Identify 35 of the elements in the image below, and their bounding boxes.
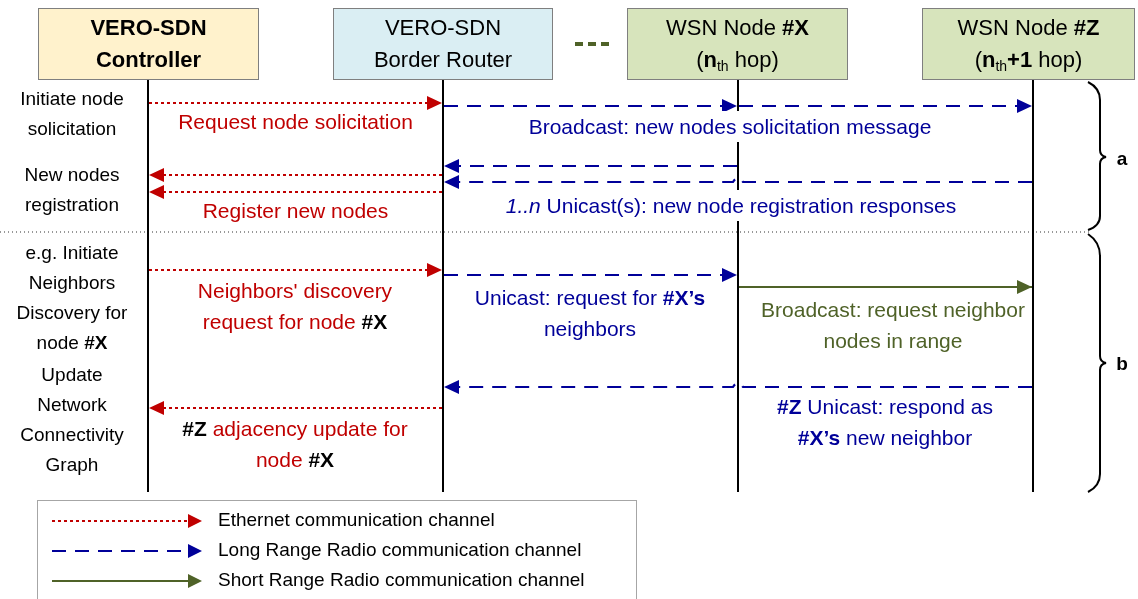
step-label: Initiate node solicitation xyxy=(19,87,125,141)
arrow xyxy=(444,380,1032,394)
participant-box: VERO-SDN Controller xyxy=(38,8,259,80)
arrow xyxy=(149,96,442,110)
participant-box: WSN Node #Z (n$_{th}$+1 hop) xyxy=(922,8,1135,80)
edge-label: #Z adjacency update for node #X xyxy=(181,416,409,473)
legend-text: Long Range Radio communication channel xyxy=(218,538,582,563)
legend-text: Short Range Radio communication channel xyxy=(218,568,585,593)
arrow xyxy=(149,401,442,415)
arrow xyxy=(149,263,442,277)
participant-box: VERO-SDN Border Router xyxy=(333,8,553,80)
arrow xyxy=(444,268,737,282)
edge-label: Neighbors' discovery request for node #X xyxy=(196,278,394,335)
lifeline xyxy=(442,80,444,492)
edge-label: #Z Unicast: respond as #X’s new neighbor xyxy=(776,394,994,451)
lifeline xyxy=(147,80,149,492)
arrow xyxy=(739,280,1032,294)
bracket-label: b xyxy=(1115,352,1129,376)
edge-label: Request node solicitation xyxy=(177,109,414,135)
lifeline xyxy=(1032,80,1034,492)
edge-label: Register new nodes xyxy=(201,198,390,224)
step-label: Update Network Connectivity Graph xyxy=(19,363,125,477)
arrow xyxy=(444,99,737,113)
arrow xyxy=(149,185,442,199)
legend-text: Ethernet communication channel xyxy=(218,508,495,533)
edge-label: Unicast: request for #X’s neighbors xyxy=(473,285,707,342)
step-label: New nodes registration xyxy=(23,163,121,217)
arrow xyxy=(739,99,1032,113)
participant-box: WSN Node #X (n$_{th}$ hop) xyxy=(627,8,848,80)
step-label: e.g. Initiate Neighbors Discovery for node #X xyxy=(15,241,129,355)
edge-label: Broadcast: request neighbor nodes in range xyxy=(760,297,1026,354)
bracket-label: a xyxy=(1115,147,1129,171)
arrow xyxy=(444,159,737,173)
arrow xyxy=(444,175,1032,189)
arrow xyxy=(149,168,442,182)
